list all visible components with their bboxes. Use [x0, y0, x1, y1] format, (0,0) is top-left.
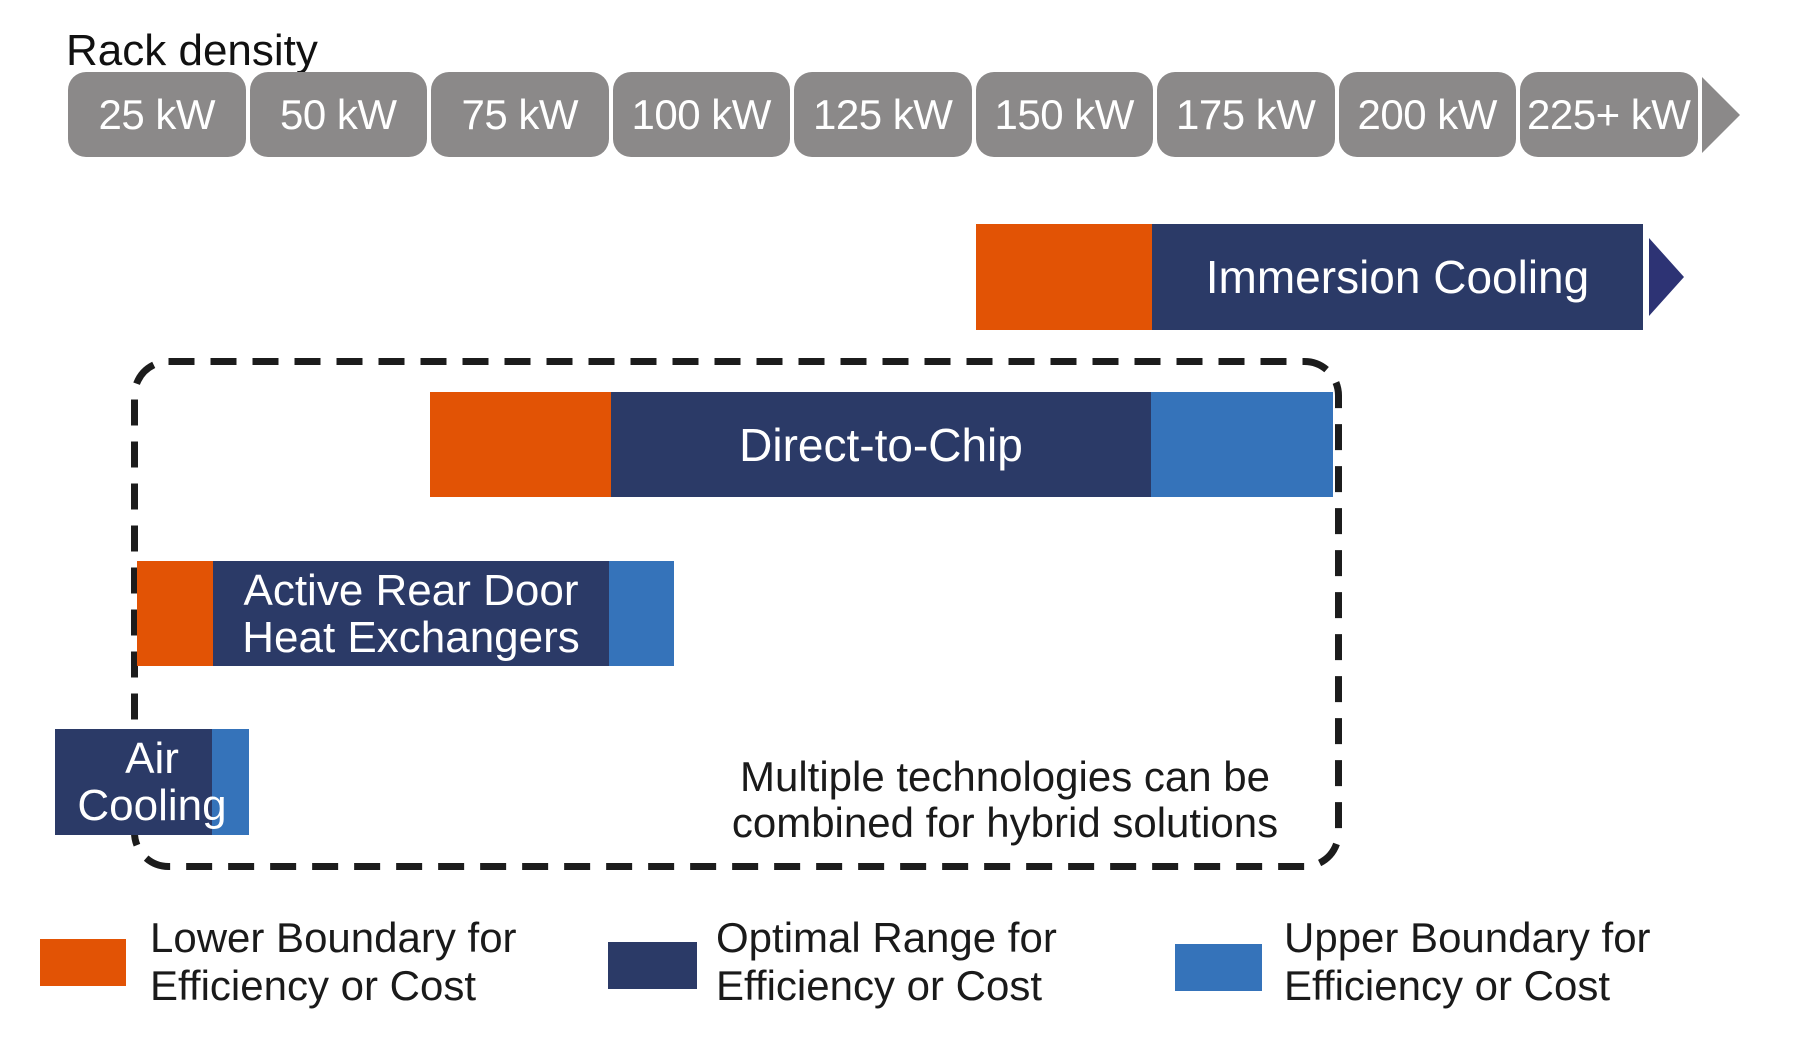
density-tick-75kw: 75 kW	[431, 72, 609, 157]
legend-optimal-line1: Optimal Range for	[716, 914, 1057, 961]
air-optimal-range-segment	[55, 729, 212, 835]
legend-optimal-line2: Efficiency or Cost	[716, 962, 1043, 1009]
bar-label-ardhe: Active Rear Door Heat Exchangers	[213, 561, 609, 666]
legend-lower-line2: Efficiency or Cost	[150, 962, 477, 1009]
density-tick-25kw: 25 kW	[68, 72, 246, 157]
bar-label-immersion: Immersion Cooling	[1205, 251, 1590, 303]
d2c-lower-boundary-segment	[430, 392, 611, 497]
legend-label-upper-boundary: Upper Boundary for Efficiency or Cost	[1284, 914, 1651, 1010]
legend-label-optimal-range: Optimal Range for Efficiency or Cost	[716, 914, 1057, 1010]
bar-label-direct-to-chip: Direct-to-Chip	[739, 418, 1023, 471]
scale-right-arrow-icon	[1702, 77, 1740, 153]
ardhe-lower-boundary-segment	[137, 561, 213, 666]
ardhe-optimal-range-segment	[213, 561, 609, 666]
bar-air-cooling: Air Cooling	[55, 729, 249, 835]
hybrid-solutions-note: Multiple technologies can be combined fo…	[695, 754, 1315, 846]
immersion-optimal-range-segment	[1152, 224, 1643, 330]
density-tick-150kw: 150 kW	[975, 72, 1153, 157]
bar-active-rear-door-heat-exchangers: Active Rear Door Heat Exchangers	[137, 561, 674, 666]
legend-upper-line2: Efficiency or Cost	[1284, 962, 1611, 1009]
bar-immersion-cooling: Immersion Cooling	[976, 224, 1643, 330]
legend-label-lower-boundary: Lower Boundary for Efficiency or Cost	[150, 914, 517, 1010]
immersion-right-arrow-icon	[1649, 238, 1684, 316]
density-tick-50kw: 50 kW	[249, 72, 427, 157]
density-tick-175kw: 175 kW	[1157, 72, 1335, 157]
hybrid-note-line1: Multiple technologies can be	[739, 753, 1270, 800]
bar-label-air-cooling: Air Cooling	[55, 729, 249, 835]
ardhe-label-line2: Heat Exchangers	[242, 612, 580, 662]
d2c-upper-boundary-segment	[1151, 392, 1333, 497]
hybrid-boundary-dashed-box	[131, 358, 1342, 870]
rack-density-axis-label: Rack density	[66, 26, 318, 75]
air-upper-boundary-segment	[212, 729, 249, 835]
hybrid-note-line2: combined for hybrid solutions	[731, 799, 1279, 846]
legend-lower-line1: Lower Boundary for	[150, 914, 517, 961]
legend-swatch-lower-boundary	[40, 939, 126, 986]
legend-swatch-optimal-range	[608, 942, 697, 989]
air-label-line1: Air	[125, 734, 179, 783]
rack-density-scale: 25 kW 50 kW 75 kW 100 kW 125 kW 150 kW 1…	[68, 72, 1698, 157]
legend-upper-line1: Upper Boundary for	[1284, 914, 1651, 961]
air-label-line2: Cooling	[77, 781, 227, 830]
density-tick-225kw: 225+ kW	[1520, 72, 1698, 157]
ardhe-label-line1: Active Rear Door	[243, 565, 579, 615]
legend-swatch-upper-boundary	[1175, 944, 1262, 991]
d2c-optimal-range-segment	[611, 392, 1151, 497]
density-tick-200kw: 200 kW	[1338, 72, 1516, 157]
ardhe-upper-boundary-segment	[609, 561, 674, 666]
immersion-lower-boundary-segment	[976, 224, 1152, 330]
density-tick-100kw: 100 kW	[612, 72, 790, 157]
density-tick-125kw: 125 kW	[794, 72, 972, 157]
bar-direct-to-chip: Direct-to-Chip	[430, 392, 1333, 497]
